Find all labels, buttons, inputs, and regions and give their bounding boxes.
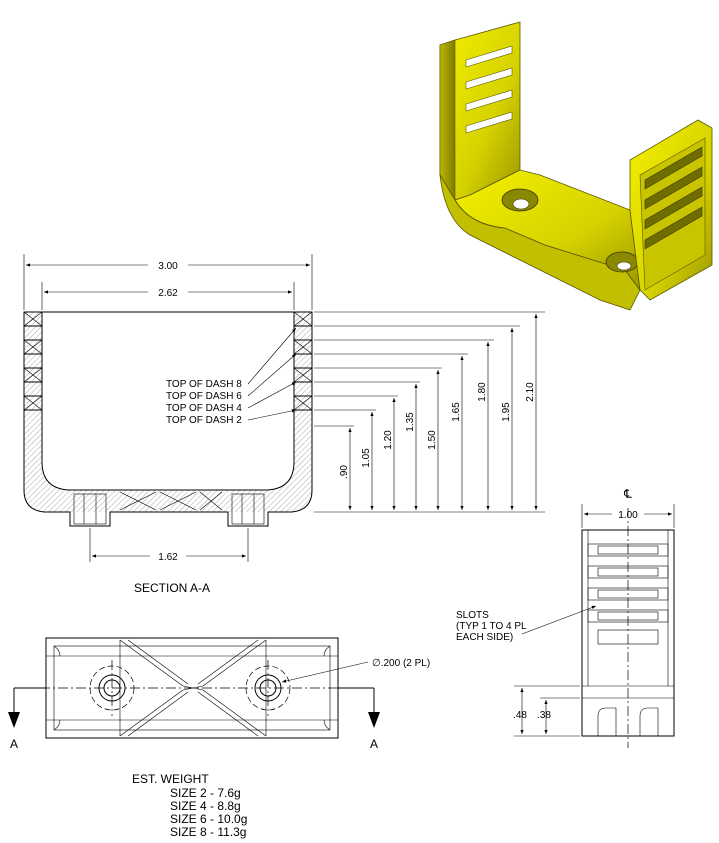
section-mark-right: A <box>370 737 378 751</box>
dim-h-150: 1.50 <box>427 430 438 450</box>
top-view: ∅.200 (2 PL) A A <box>8 637 430 751</box>
callout-dash-2: TOP OF DASH 2 <box>166 415 242 426</box>
dim-side-width: 1.00 <box>618 510 638 521</box>
slots-note-line-1: SLOTS <box>456 610 489 621</box>
slots-note-line-2: (TYP 1 TO 4 PL <box>456 621 527 632</box>
right-rib-boxes <box>293 311 313 411</box>
dim-side-038: .38 <box>537 710 551 721</box>
callout-dash-8: TOP OF DASH 8 <box>166 379 242 390</box>
side-view-outline <box>581 529 675 737</box>
weight-table: EST. WEIGHT SIZE 2 - 7.6g SIZE 4 - 8.8g … <box>132 772 247 839</box>
weight-row-size-6: SIZE 6 - 10.0g <box>170 812 247 826</box>
centerline-symbol: ℄ <box>623 487 632 501</box>
dim-h-105: 1.05 <box>361 448 372 468</box>
dim-h-120: 1.20 <box>383 430 394 450</box>
hole-callout: ∅.200 (2 PL) <box>372 658 430 669</box>
dim-side-048: .48 <box>513 710 527 721</box>
isometric-3d-model <box>439 21 713 311</box>
section-mark-left: A <box>10 737 18 751</box>
dim-hole-spacing: 1.62 <box>158 552 178 563</box>
side-view: ℄ 1.00 SLOTS (TYP 1 TO 4 PL EACH SIDE) .… <box>456 487 675 748</box>
dim-h-135: 1.35 <box>405 412 416 432</box>
base-rib-boxes <box>73 491 265 525</box>
callout-dash-4: TOP OF DASH 4 <box>166 403 242 414</box>
dim-h-090: .90 <box>339 465 350 479</box>
section-arrow-right <box>368 712 380 728</box>
section-a-a-view: 3.00 2.62 1.62 .90 1.05 1.20 1.35 <box>23 254 545 595</box>
weight-row-size-8: SIZE 8 - 11.3g <box>170 825 246 839</box>
section-title: SECTION A-A <box>134 581 210 595</box>
weight-row-size-4: SIZE 4 - 8.8g <box>170 799 241 813</box>
left-wall-slots <box>465 45 513 134</box>
dim-h-180: 1.80 <box>477 382 488 402</box>
left-rib-boxes <box>23 311 43 411</box>
right-wall-slots <box>644 146 703 250</box>
section-arrow-left <box>8 712 20 728</box>
dim-h-165: 1.65 <box>451 402 462 422</box>
weight-heading: EST. WEIGHT <box>132 772 209 786</box>
weight-row-size-2: SIZE 2 - 7.6g <box>170 786 241 800</box>
dim-h-210: 2.10 <box>525 382 536 402</box>
callout-dash-6: TOP OF DASH 6 <box>166 391 242 402</box>
dim-overall-width: 3.00 <box>158 261 178 272</box>
dim-inner-width: 2.62 <box>158 288 178 299</box>
dim-h-195: 1.95 <box>501 402 512 422</box>
slots-note-line-3: EACH SIDE) <box>456 632 513 643</box>
